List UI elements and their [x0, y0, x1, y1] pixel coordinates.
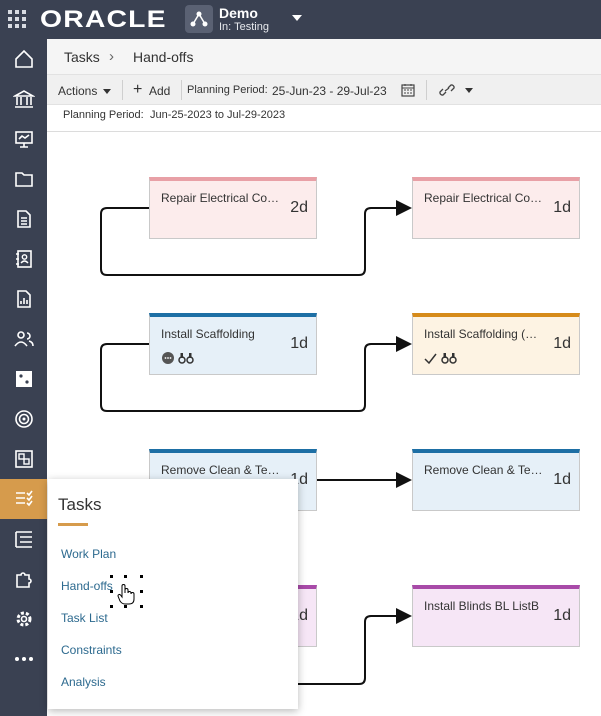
presentation-icon[interactable] — [0, 119, 47, 159]
contacts-icon[interactable] — [0, 239, 47, 279]
task-duration: 1d — [553, 471, 571, 488]
toolbar-divider — [181, 80, 182, 100]
task-card[interactable]: Install Scaffolding 1d — [149, 313, 317, 375]
task-title: Install Scaffolding — [161, 327, 255, 341]
menu-item-analysis[interactable]: Analysis — [61, 675, 106, 689]
chevron-down-icon[interactable] — [292, 15, 302, 21]
task-title: Install Blinds BL ListB — [424, 599, 539, 613]
calendar-icon[interactable] — [401, 83, 415, 102]
task-title: Install Scaffolding (S… — [424, 327, 544, 341]
task-duration: 1d — [290, 335, 308, 352]
menu-item-work-plan[interactable]: Work Plan — [61, 547, 117, 561]
toolbar: Actions + Add Planning Period: 25-Jun-23… — [47, 74, 601, 105]
task-card[interactable]: Install Scaffolding (S… 1d — [412, 313, 580, 375]
check-icon — [424, 353, 437, 365]
menu-item-task-list[interactable]: Task List — [61, 611, 108, 625]
task-title: Remove Clean & Te… — [424, 463, 543, 477]
oracle-logo: ORACLE — [40, 6, 167, 33]
planning-period-value[interactable]: 25-Jun-23 - 29-Jul-23 — [272, 84, 387, 98]
settings-icon[interactable] — [0, 599, 47, 639]
binoculars-icon — [441, 353, 457, 364]
breadcrumb-tasks[interactable]: Tasks — [64, 49, 100, 65]
people-icon[interactable] — [0, 319, 47, 359]
chevron-down-icon[interactable] — [465, 88, 473, 93]
project-name[interactable]: Demo — [219, 5, 258, 21]
breadcrumb-current: Hand-offs — [133, 49, 194, 65]
period-info-label: Planning Period: — [63, 109, 144, 121]
home-icon[interactable] — [0, 39, 47, 79]
tasks-icon[interactable] — [0, 479, 47, 519]
link-icon[interactable] — [439, 83, 455, 102]
top-bar: ORACLE Demo In: Testing — [0, 0, 601, 39]
sidebar — [0, 39, 47, 716]
chevron-down-icon[interactable] — [103, 89, 111, 94]
hierarchy-icon[interactable] — [0, 519, 47, 559]
actions-menu-button[interactable]: Actions — [58, 84, 98, 98]
folder-icon[interactable] — [0, 159, 47, 199]
task-title: Repair Electrical Co… — [424, 191, 543, 205]
app-launcher-icon[interactable] — [8, 10, 26, 28]
planning-period-label: Planning Period: — [187, 84, 268, 96]
task-duration: 1d — [553, 607, 571, 624]
binoculars-icon — [178, 353, 194, 364]
document-icon[interactable] — [0, 199, 47, 239]
task-duration: 1d — [553, 199, 571, 216]
task-card[interactable]: Install Blinds BL ListB 1d — [412, 585, 580, 647]
tasks-popup-menu: Tasks Work Plan Hand-offs Task List Cons… — [48, 479, 298, 709]
menu-title-underline — [58, 523, 88, 526]
target-icon[interactable] — [0, 399, 47, 439]
task-card[interactable]: Repair Electrical Co… 2d — [149, 177, 317, 239]
task-title: Remove Clean & Te… — [161, 463, 280, 477]
planning-period-info: Planning Period: Jun-25-2023 to Jul-29-2… — [47, 105, 601, 132]
add-button[interactable]: Add — [149, 84, 171, 98]
task-icons — [424, 351, 460, 365]
puzzle-icon[interactable] — [0, 559, 47, 599]
project-location: In: Testing — [219, 21, 269, 33]
period-info-value: Jun-25-2023 to Jul-29-2023 — [150, 109, 286, 121]
breadcrumb-separator: › — [109, 48, 114, 65]
plus-icon[interactable]: + — [133, 81, 143, 98]
board-icon[interactable] — [0, 439, 47, 479]
menu-item-constraints[interactable]: Constraints — [61, 643, 122, 657]
toolbar-divider — [426, 80, 427, 100]
task-icons — [161, 351, 197, 365]
dice-icon[interactable] — [0, 359, 47, 399]
toolbar-divider — [122, 80, 123, 100]
hand-cursor-icon — [117, 584, 135, 611]
more-icon[interactable] — [0, 639, 47, 679]
menu-title: Tasks — [58, 495, 102, 514]
task-duration: 2d — [290, 199, 308, 216]
menu-item-hand-offs[interactable]: Hand-offs — [61, 579, 113, 593]
connectors — [100, 200, 412, 685]
task-card[interactable]: Remove Clean & Te… 1d — [412, 449, 580, 511]
task-duration: 1d — [553, 335, 571, 352]
bank-icon[interactable] — [0, 79, 47, 119]
report-icon[interactable] — [0, 279, 47, 319]
comment-icon — [162, 352, 174, 364]
project-icon[interactable] — [185, 5, 213, 33]
task-card[interactable]: Repair Electrical Co… 1d — [412, 177, 580, 239]
breadcrumb: Tasks › Hand-offs — [47, 39, 601, 74]
task-title: Repair Electrical Co… — [161, 191, 280, 205]
